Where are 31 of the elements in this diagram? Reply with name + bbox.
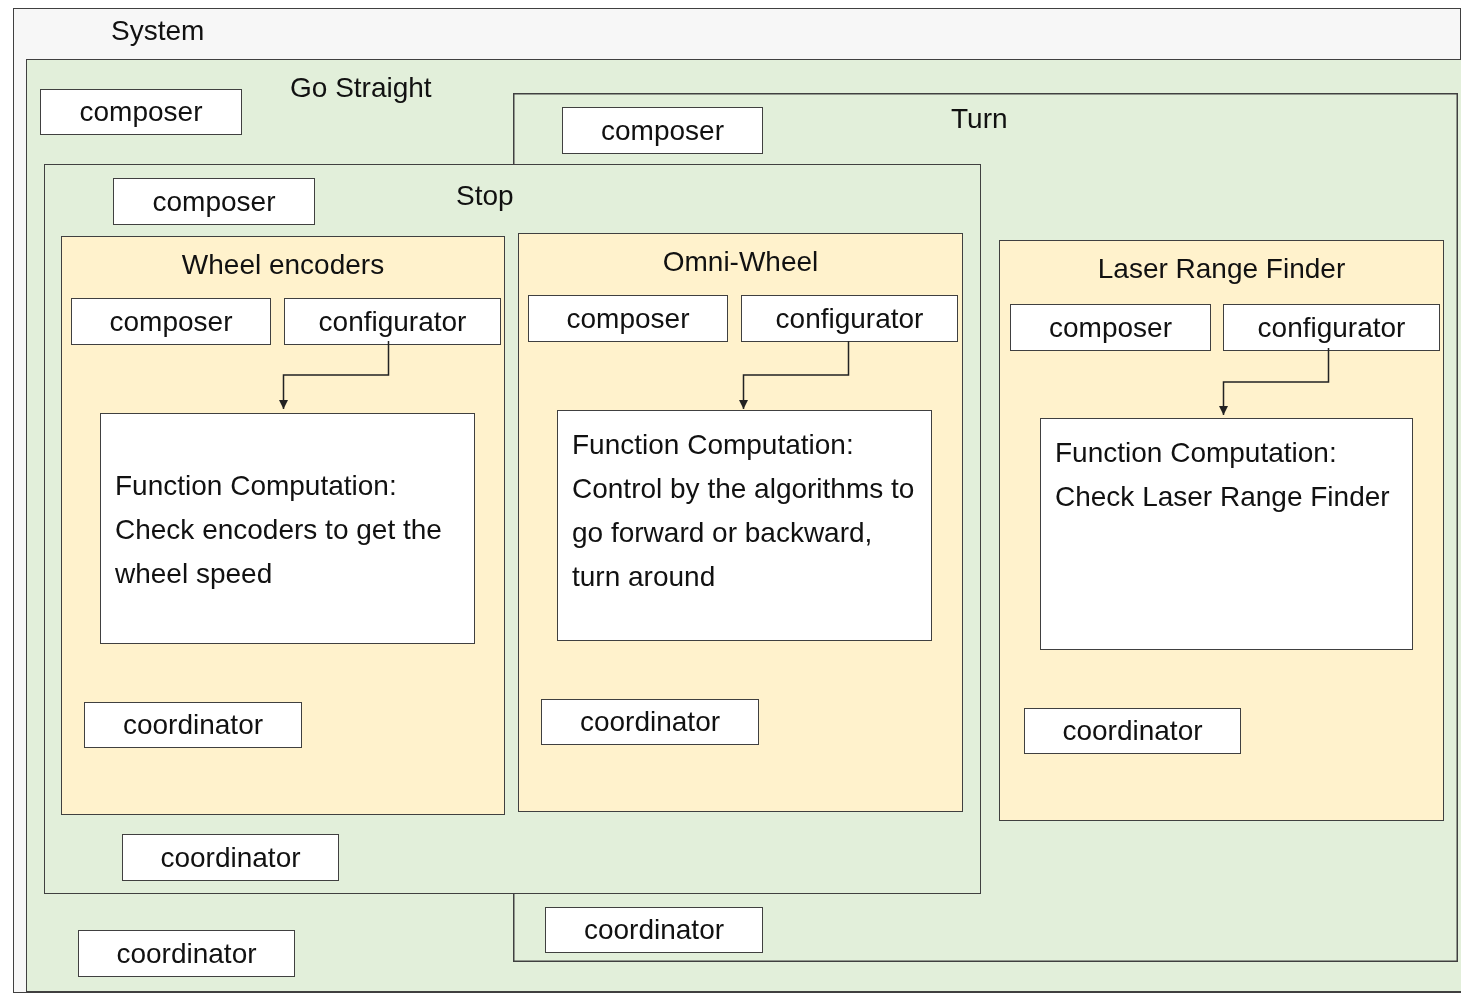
- component-box: coordinator: [541, 699, 759, 745]
- panel-title: Stop: [456, 180, 514, 212]
- component-box: composer: [562, 107, 763, 154]
- component-box: configurator: [284, 298, 501, 345]
- component-box: coordinator: [1024, 708, 1241, 754]
- component-box: composer: [528, 295, 728, 342]
- component-box: composer: [71, 298, 271, 345]
- component-box: composer: [1010, 304, 1211, 351]
- component-box: coordinator: [84, 702, 302, 748]
- component-box: coordinator: [78, 930, 295, 977]
- component-box: composer: [113, 178, 315, 225]
- component-box: composer: [40, 89, 242, 135]
- panel-title: Turn: [951, 103, 1008, 135]
- function-box: Function Computation: Check encoders to get the wheel speed: [100, 413, 475, 644]
- module-panel: [61, 236, 505, 815]
- panel-title: Laser Range Finder: [1096, 253, 1347, 285]
- component-box: configurator: [1223, 304, 1440, 351]
- component-box: coordinator: [122, 834, 339, 881]
- panel-title: Wheel encoders: [180, 249, 386, 281]
- component-box: coordinator: [545, 907, 763, 953]
- function-box: Function Computation: Control by the algorithms to go forward or backward, turn around: [557, 410, 932, 641]
- module-panel: [999, 240, 1444, 821]
- panel-title: Omni-Wheel: [661, 246, 820, 278]
- panel-title: Go Straight: [290, 72, 432, 104]
- connector-arrow: [1219, 347, 1330, 416]
- panel-title: System: [111, 15, 205, 47]
- connector-arrow: [279, 340, 390, 410]
- function-box: Function Computation: Check Laser Range Finder: [1040, 418, 1413, 650]
- module-panel: [518, 233, 963, 812]
- component-box: configurator: [741, 295, 958, 342]
- connector-arrow: [739, 340, 850, 410]
